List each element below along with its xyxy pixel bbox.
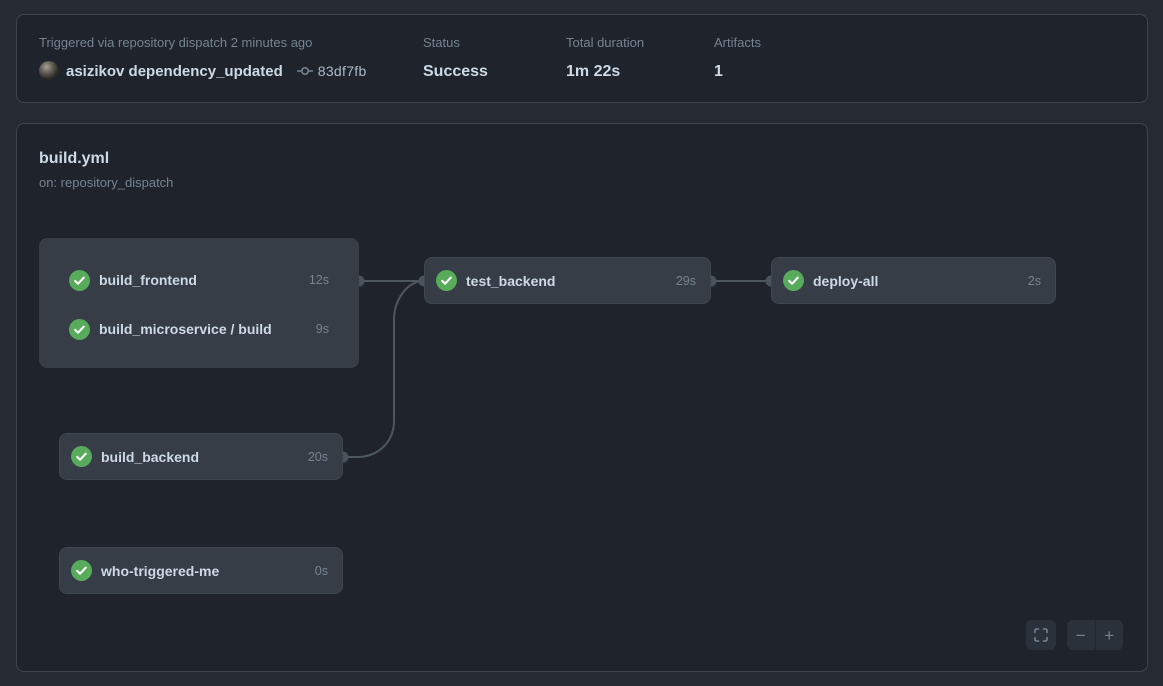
job-node-deploy-all[interactable]: deploy-all 2s xyxy=(771,257,1056,304)
artifacts-column: Artifacts 1 xyxy=(714,35,761,82)
duration-column: Total duration 1m 22s xyxy=(566,35,644,82)
commit-sha[interactable]: 83df7fb xyxy=(317,63,367,79)
success-check-icon xyxy=(69,269,90,291)
job-node-test-backend[interactable]: test_backend 29s xyxy=(424,257,711,304)
job-duration: 29s xyxy=(675,273,696,288)
job-node-build-backend[interactable]: build_backend 20s xyxy=(59,433,343,480)
job-group-build: build_frontend 12s build_microservice / … xyxy=(39,238,359,368)
workflow-file-name: build.yml xyxy=(39,150,110,167)
job-node-build-microservice[interactable]: build_microservice / build 9s xyxy=(69,317,329,341)
job-duration: 20s xyxy=(307,449,328,464)
job-name: build_frontend xyxy=(99,272,197,288)
fit-to-screen-button[interactable] xyxy=(1026,620,1056,650)
job-name: test_backend xyxy=(466,272,556,289)
status-column: Status Success xyxy=(423,35,488,82)
actor-avatar[interactable] xyxy=(39,61,59,81)
success-check-icon xyxy=(71,446,92,467)
job-node-who-triggered-me[interactable]: who-triggered-me 0s xyxy=(59,547,343,594)
triggered-text: Triggered via repository dispatch 2 minu… xyxy=(39,35,313,50)
success-check-icon xyxy=(436,270,457,291)
job-name: deploy-all xyxy=(813,272,879,289)
job-duration: 0s xyxy=(314,563,328,578)
job-name: build_backend xyxy=(101,448,200,465)
plus-icon: + xyxy=(1104,625,1115,645)
commit-link[interactable]: 83df7fb xyxy=(296,63,367,79)
workflow-trigger: on: repository_dispatch xyxy=(39,175,174,190)
success-check-icon xyxy=(71,560,92,581)
job-node-build-frontend[interactable]: build_frontend 12s xyxy=(69,268,329,292)
run-summary-panel: Triggered via repository dispatch 2 minu… xyxy=(16,14,1148,103)
trigger-column: Triggered via repository dispatch 2 minu… xyxy=(39,35,367,82)
job-duration: 9s xyxy=(315,322,329,336)
duration-value: 1m 22s xyxy=(566,63,621,80)
actor-login[interactable]: asizikov xyxy=(66,62,125,80)
job-duration: 2s xyxy=(1027,273,1041,288)
workflow-graph-panel: build.yml on: repository_dispatch build_… xyxy=(16,123,1148,672)
commit-icon xyxy=(296,63,313,79)
zoom-in-button[interactable]: + xyxy=(1096,620,1124,650)
job-duration: 12s xyxy=(308,273,329,287)
success-check-icon xyxy=(783,270,804,291)
dispatch-event-type: dependency_updated xyxy=(128,62,283,80)
job-name: build_microservice / build xyxy=(99,321,272,337)
status-label: Status xyxy=(423,35,460,50)
duration-label: Total duration xyxy=(566,35,645,50)
minus-icon: − xyxy=(1075,625,1086,645)
artifacts-label: Artifacts xyxy=(714,35,761,50)
job-name: who-triggered-me xyxy=(101,562,220,579)
fullscreen-icon xyxy=(1033,627,1049,643)
zoom-control: − + xyxy=(1067,620,1123,650)
zoom-out-button[interactable]: − xyxy=(1067,620,1096,650)
success-check-icon xyxy=(69,318,90,340)
status-value: Success xyxy=(423,63,488,80)
artifacts-count: 1 xyxy=(714,63,723,80)
